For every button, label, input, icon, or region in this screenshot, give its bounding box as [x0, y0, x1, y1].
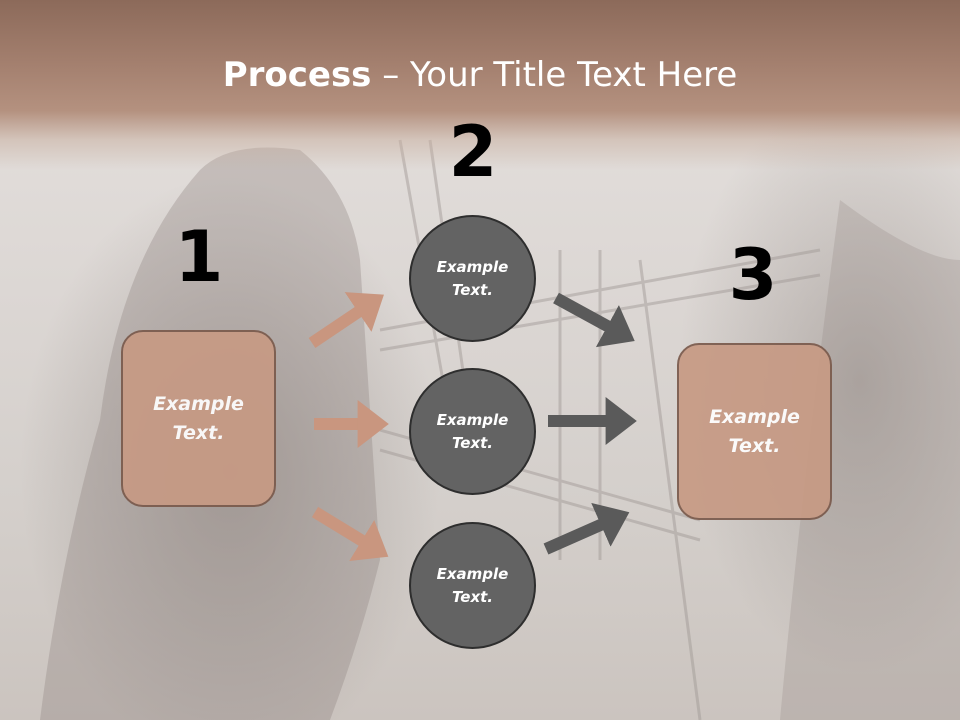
- title-rest: – Your Title Text Here: [371, 55, 738, 95]
- step-1-box: Example Text.: [121, 330, 276, 507]
- arrow-top-to-3: [553, 292, 635, 348]
- arrow-bottom-to-3: [543, 502, 630, 555]
- step-2-circle-top: Example Text.: [409, 215, 536, 342]
- title-bold: Process: [222, 55, 372, 95]
- circle-top-text: Example Text.: [436, 257, 509, 299]
- arrow-1-to-top: [308, 292, 384, 348]
- step-number-2: 2: [448, 111, 498, 193]
- header-band: [0, 0, 960, 170]
- circle-middle-text: Example Text.: [436, 410, 509, 452]
- step-1-text: Example Text.: [153, 392, 244, 444]
- step-2-circle-bottom: Example Text.: [409, 522, 536, 649]
- page-title: Process – Your Title Text Here: [0, 52, 960, 98]
- arrow-1-to-bottom: [311, 506, 389, 561]
- circle-bottom-text: Example Text.: [436, 564, 509, 606]
- step-2-circle-middle: Example Text.: [409, 368, 536, 495]
- step-3-box: Example Text.: [677, 343, 832, 520]
- step-number-3: 3: [728, 234, 778, 316]
- step-number-1: 1: [174, 216, 224, 298]
- step-3-text: Example Text.: [709, 405, 800, 457]
